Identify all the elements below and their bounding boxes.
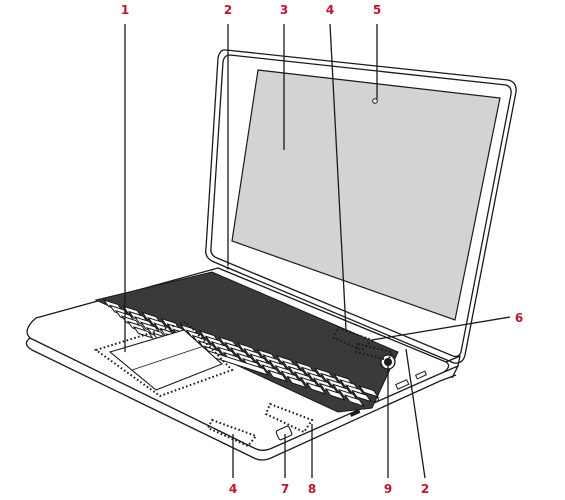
fingerprint-sensor [275,425,293,441]
keyboard-key [132,326,154,339]
keyboard-key [267,369,289,383]
callout-1: 1 [121,3,129,17]
callout-4-top: 4 [326,3,334,17]
callout-numbers: 1 2 3 4 5 6 4 7 8 9 2 [121,3,523,496]
keyboard-well [94,271,399,413]
keyboard-key [351,389,373,403]
touchpad-area-marker [93,320,234,398]
keyboard-key [324,388,346,401]
leader-2-bottom [405,348,426,479]
keyboard [102,299,380,408]
callout-6: 6 [515,311,523,325]
keyboard-key [358,385,380,398]
callout-4-bottom: 4 [229,482,237,496]
leader-6 [371,316,511,341]
keyboard-key [305,381,327,395]
leader-lines [124,23,511,479]
callout-8: 8 [308,482,316,496]
speaker-area-marker-top [332,326,374,352]
keyboard-key [286,375,308,389]
callout-2-top: 2 [224,3,232,17]
led-area-marker [264,402,314,434]
display-lid [205,49,517,364]
callout-7: 7 [281,482,289,496]
callout-5: 5 [373,3,381,17]
webcam [372,98,378,104]
display-microphone-left [226,266,230,270]
keyboard-key [343,394,365,408]
callout-9: 9 [384,482,392,496]
display-screen [231,69,501,321]
power-button-inner [384,358,392,366]
leader-4-top [329,23,347,331]
touchpad [108,329,224,391]
callout-2-bottom: 2 [421,482,429,496]
callout-3: 3 [280,3,288,17]
